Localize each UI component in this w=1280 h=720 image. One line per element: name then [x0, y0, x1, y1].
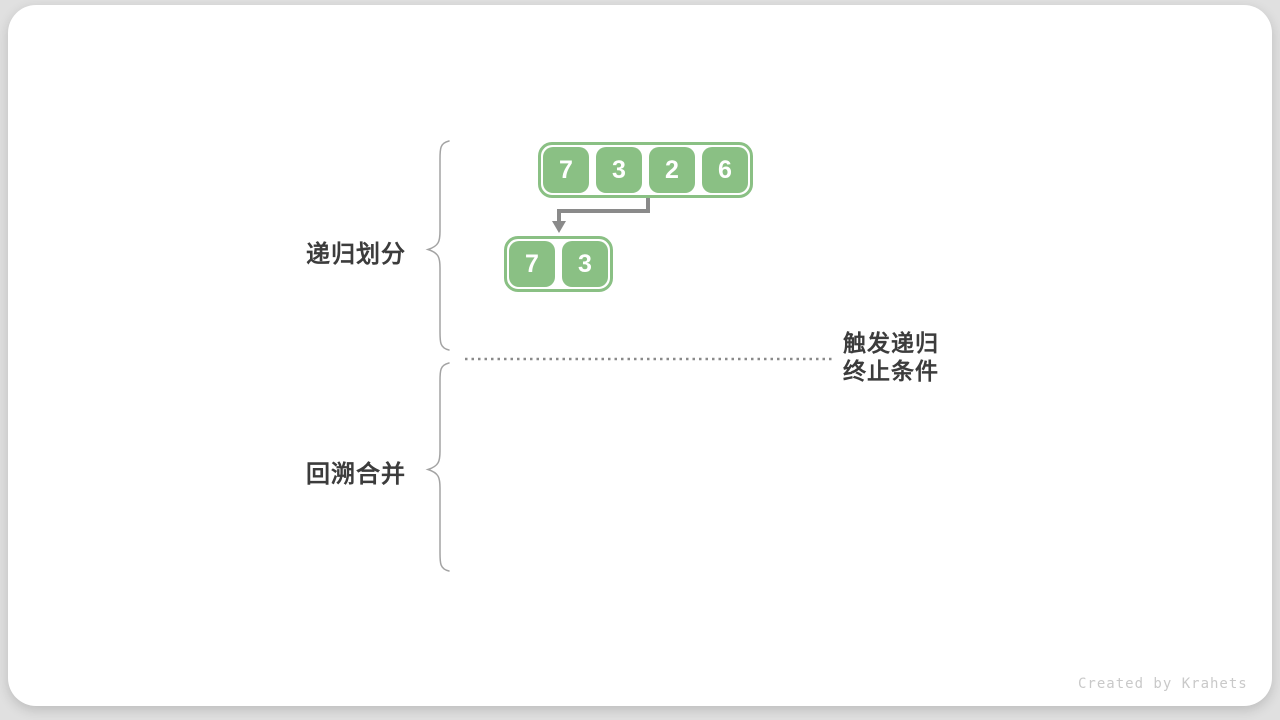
- array-cell: 7: [509, 241, 555, 287]
- diagram-card: [8, 5, 1272, 706]
- label-backtrack-merge: 回溯合并: [306, 461, 406, 488]
- brace-recursive-divide: [425, 140, 450, 351]
- array-cell: 3: [562, 241, 608, 287]
- label-termination-line1: 触发递归: [843, 330, 939, 356]
- array-cell: 6: [702, 147, 748, 193]
- divide-arrow-head-icon: [552, 221, 566, 233]
- label-termination-line2: 终止条件: [843, 358, 939, 384]
- array-cell: 7: [543, 147, 589, 193]
- array-cell: 2: [649, 147, 695, 193]
- brace-backtrack-merge: [425, 362, 450, 572]
- label-termination-condition: 触发递归 终止条件: [843, 329, 939, 385]
- label-recursive-divide: 递归划分: [306, 241, 406, 268]
- array-cell: 3: [596, 147, 642, 193]
- watermark-credit: Created by Krahets: [1078, 676, 1248, 692]
- divide-arrow-line: [557, 196, 650, 222]
